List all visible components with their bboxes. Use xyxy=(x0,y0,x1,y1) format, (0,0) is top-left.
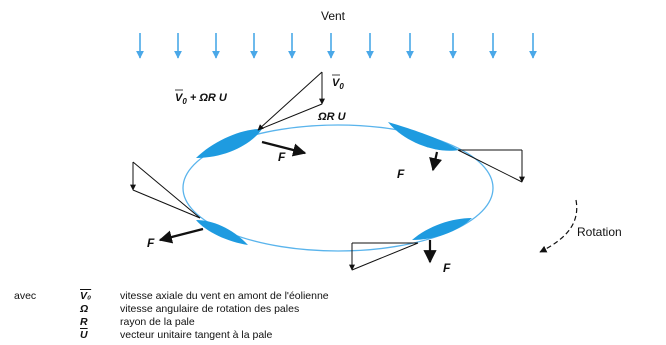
blade-bottom-right xyxy=(412,218,472,240)
label-omega-r-u: ΩR U xyxy=(317,111,347,123)
force-label-top-right: F xyxy=(397,167,405,181)
wind-label: Vent xyxy=(321,9,346,23)
wind-arrows xyxy=(136,33,537,59)
force-arrow-left xyxy=(158,227,204,244)
legend-text: vitesse angulaire de rotation des pales xyxy=(120,303,300,315)
legend-intro: avec xyxy=(14,290,37,302)
rotation-label: Rotation xyxy=(577,225,622,239)
legend-text: vitesse axiale du vent en amont de l'éol… xyxy=(120,290,329,302)
force-label-top-left: F xyxy=(278,150,286,164)
legend-text: vecteur unitaire tangent à la pale xyxy=(120,329,273,341)
force-label-bottom: F xyxy=(443,261,451,275)
label-v0-plus-omega-r-u: V0 + ΩR U xyxy=(175,92,228,106)
velocity-triangle-bottom xyxy=(349,242,419,271)
rotation-arrow xyxy=(539,199,578,253)
legend-item: V₀ vitesse axiale du vent en amont de l'é… xyxy=(80,290,329,302)
force-arrow-top-left xyxy=(261,140,307,157)
legend-symbol: V₀ xyxy=(80,290,92,302)
legend-symbol: Ω xyxy=(80,303,89,315)
legend-text: rayon de la pale xyxy=(120,316,195,328)
velocity-triangle-right xyxy=(457,149,525,183)
force-arrow-top-right xyxy=(429,151,443,172)
blades xyxy=(196,122,472,245)
velocity-triangle-left xyxy=(130,161,201,219)
blade-bottom-left xyxy=(196,220,248,245)
legend: avec V₀ vitesse axiale du vent en amont d… xyxy=(0,286,666,345)
rotor-circle xyxy=(182,124,494,252)
force-label-left: F xyxy=(147,236,155,250)
blade-top-right xyxy=(388,122,459,151)
velocity-triangle-top xyxy=(257,71,325,131)
legend-symbol: U xyxy=(80,329,88,341)
label-v0: V0 xyxy=(332,77,344,91)
legend-symbol: R xyxy=(80,316,88,328)
blade-top-left xyxy=(196,128,262,158)
